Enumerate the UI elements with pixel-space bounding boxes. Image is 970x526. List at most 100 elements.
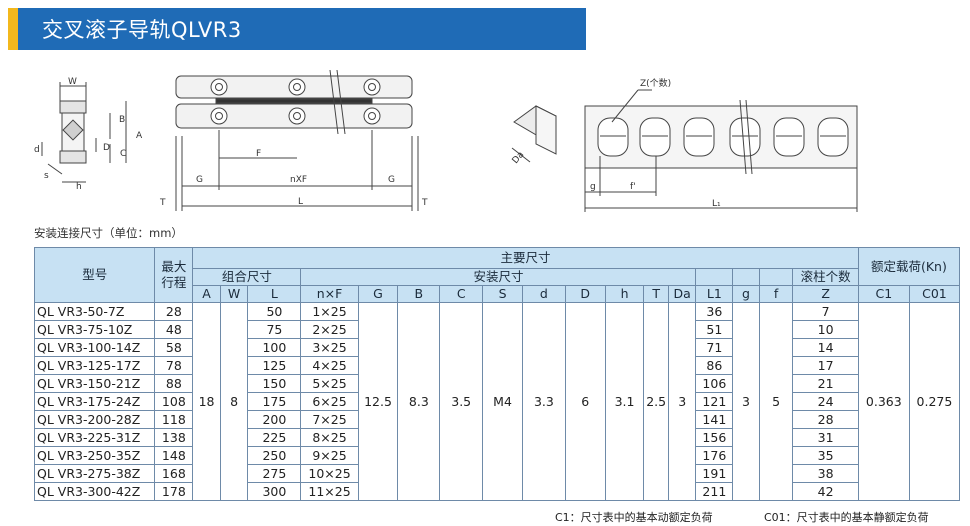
cell-nxf: 8×25 xyxy=(300,428,359,447)
cell-l1: 71 xyxy=(695,338,734,357)
cell-l1: 141 xyxy=(695,410,734,429)
cell-nxf: 5×25 xyxy=(300,374,359,393)
cell-stroke: 118 xyxy=(154,410,194,429)
col-g: G xyxy=(357,285,399,303)
roller-detail-view: Da xyxy=(511,105,557,166)
cell-l1: 211 xyxy=(695,482,734,501)
label-s: s xyxy=(44,171,49,181)
cell-model: QL VR3-275-38Z xyxy=(33,464,156,483)
cell-c01: 0.275 xyxy=(908,302,961,501)
section-top-rail xyxy=(59,100,87,114)
cell-nxf: 10×25 xyxy=(300,464,359,483)
footnote-c1: C1：尺寸表中的基本动额定负荷 xyxy=(555,511,713,524)
cell-model: QL VR3-100-14Z xyxy=(33,338,156,357)
cell-l1: 51 xyxy=(695,320,734,339)
cell-z: 28 xyxy=(792,410,859,429)
cell-l1: 36 xyxy=(695,302,734,321)
cell-stroke: 108 xyxy=(154,392,194,411)
cell-z: 17 xyxy=(792,356,859,375)
cell-nxf: 9×25 xyxy=(300,446,359,465)
technical-drawings: W B A d D C s h xyxy=(34,69,858,212)
label-g-right: G xyxy=(388,175,395,185)
cell-a: 18 xyxy=(192,302,221,501)
cell-nxf: 3×25 xyxy=(300,338,359,357)
header-stroke: 最大 行程 xyxy=(154,247,194,303)
label-c: C xyxy=(120,149,126,159)
cell-model: QL VR3-200-28Z xyxy=(33,410,156,429)
cell-l: 200 xyxy=(247,410,302,429)
label-f-small: f' xyxy=(630,182,636,192)
cell-da: 3 xyxy=(667,302,697,501)
cell-z: 24 xyxy=(792,392,859,411)
cell-nxf: 1×25 xyxy=(300,302,359,321)
col-l1: L1 xyxy=(695,285,734,303)
label-nxf: nXF xyxy=(290,175,307,185)
rail-front-view: F G nXF G T L T xyxy=(159,69,428,211)
col-b: B xyxy=(397,285,441,303)
cell-z: 14 xyxy=(792,338,859,357)
cell-c: 3.5 xyxy=(439,302,484,501)
cell-b: 8.3 xyxy=(397,302,441,501)
cell-g-small: 3 xyxy=(732,302,760,501)
cell-l1: 191 xyxy=(695,464,734,483)
page-title: 交叉滚子导轨QLVR3 xyxy=(42,18,242,42)
cell-l: 250 xyxy=(247,446,302,465)
cell-l: 125 xyxy=(247,356,302,375)
header-model: 型号 xyxy=(33,247,156,303)
label-t-left: T xyxy=(159,198,166,208)
label-g-small: g xyxy=(590,182,596,192)
accent-bar xyxy=(8,8,18,50)
cell-stroke: 148 xyxy=(154,446,194,465)
cell-nxf: 7×25 xyxy=(300,410,359,429)
cell-z: 35 xyxy=(792,446,859,465)
break-line xyxy=(329,69,339,135)
cell-z: 7 xyxy=(792,302,859,321)
label-a: A xyxy=(136,131,143,141)
label-z: Z(个数) xyxy=(640,77,671,89)
col-c01: C01 xyxy=(908,285,961,303)
cell-nxf: 4×25 xyxy=(300,356,359,375)
cell-stroke: 168 xyxy=(154,464,194,483)
cell-l1: 106 xyxy=(695,374,734,393)
table-caption: 安装连接尺寸（单位：mm） xyxy=(34,226,183,240)
section-bottom-rail xyxy=(59,150,87,164)
header-rated-load: 额定载荷(Kn) xyxy=(857,247,961,286)
label-g-left: G xyxy=(196,175,203,185)
col-z: Z xyxy=(792,285,859,303)
header-combo-dims: 组合尺寸 xyxy=(192,268,302,286)
cell-s: M4 xyxy=(482,302,523,501)
cell-stroke: 48 xyxy=(154,320,194,339)
cell-l1: 86 xyxy=(695,356,734,375)
label-l1: L₁ xyxy=(712,199,721,209)
title-banner: 交叉滚子导轨QLVR3 xyxy=(8,8,586,50)
col-w: W xyxy=(219,285,249,303)
label-l: L xyxy=(298,197,303,207)
cell-stroke: 138 xyxy=(154,428,194,447)
col-nxf: n×F xyxy=(300,285,359,303)
cell-z: 42 xyxy=(792,482,859,501)
label-w: W xyxy=(68,77,77,87)
col-g-small: g xyxy=(732,285,760,303)
cell-f-small: 5 xyxy=(758,302,794,501)
cell-l: 175 xyxy=(247,392,302,411)
cell-z: 31 xyxy=(792,428,859,447)
col-h: h xyxy=(604,285,645,303)
section-roller xyxy=(62,119,84,141)
cell-l1: 156 xyxy=(695,428,734,447)
col-c1: C1 xyxy=(857,285,910,303)
cell-z: 10 xyxy=(792,320,859,339)
cell-d: 3.3 xyxy=(521,302,566,501)
cell-stroke: 88 xyxy=(154,374,194,393)
cell-l: 150 xyxy=(247,374,302,393)
cell-model: QL VR3-175-24Z xyxy=(33,392,156,411)
cell-dd: 6 xyxy=(564,302,606,501)
label-d-small: d xyxy=(34,145,40,155)
cell-stroke: 58 xyxy=(154,338,194,357)
col-da: Da xyxy=(667,285,697,303)
leader-z xyxy=(611,89,639,123)
cell-nxf: 11×25 xyxy=(300,482,359,501)
